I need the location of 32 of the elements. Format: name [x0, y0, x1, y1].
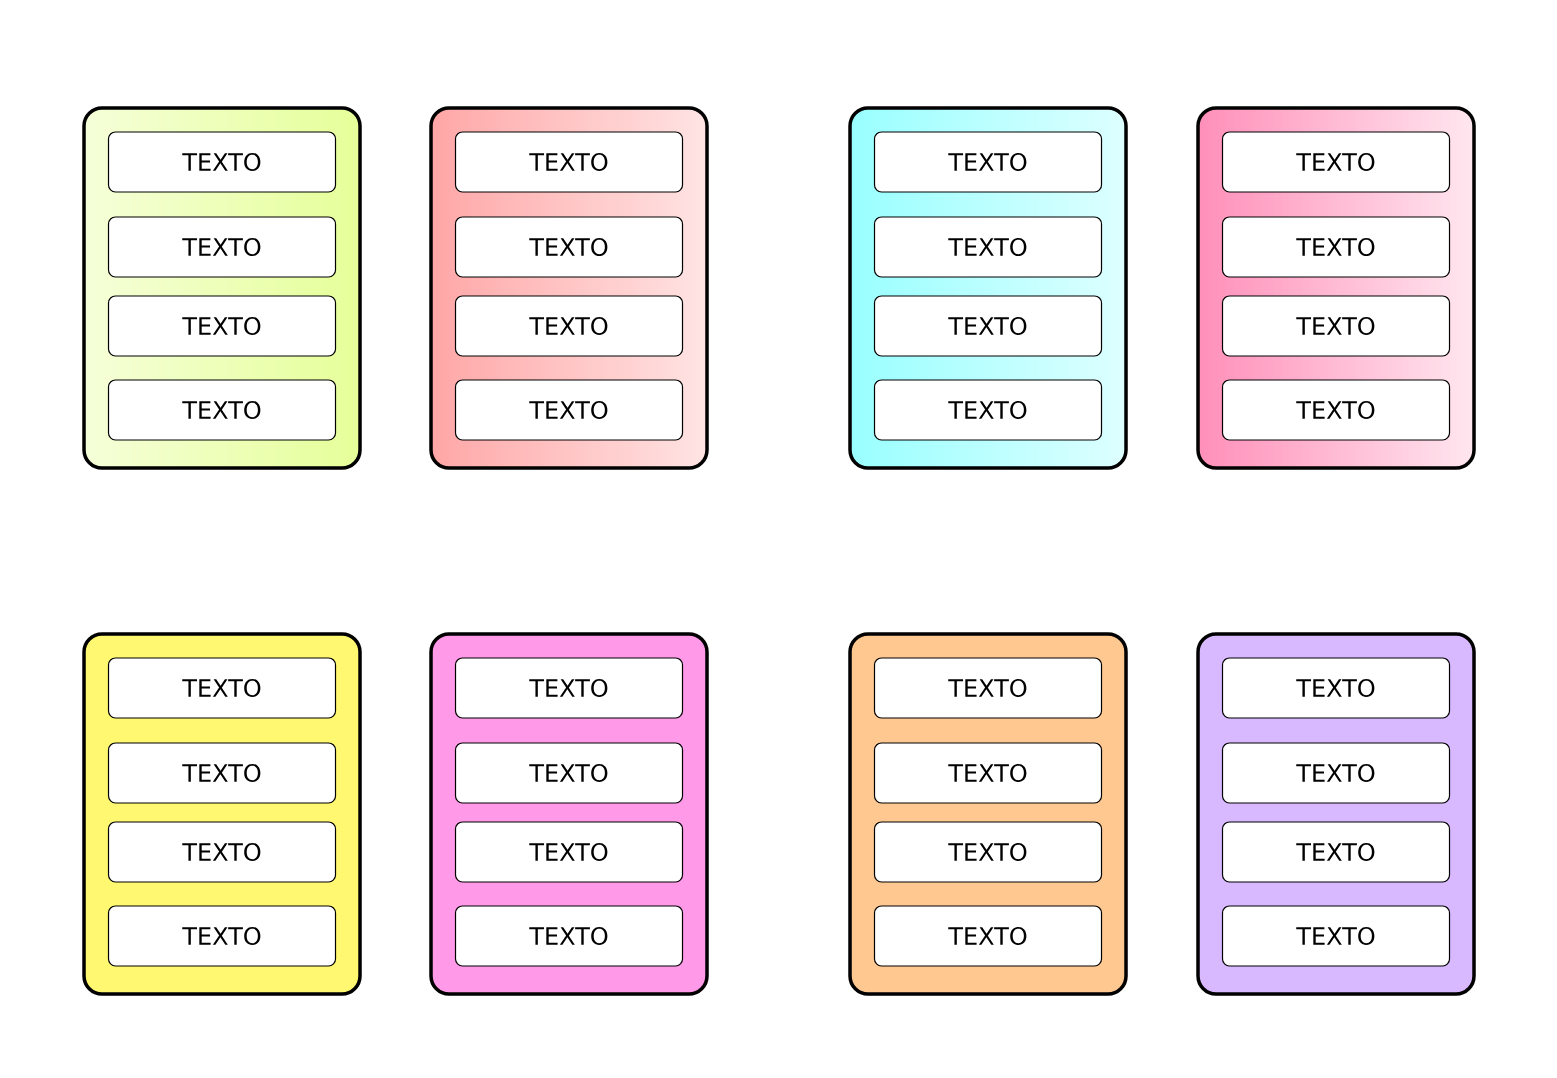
text-box: TEXTO	[1221, 905, 1451, 967]
text-box: TEXTO	[1221, 131, 1451, 193]
text-box: TEXTO	[107, 379, 337, 441]
text-box: TEXTO	[454, 216, 684, 278]
text-box: TEXTO	[107, 742, 337, 804]
text-box: TEXTO	[107, 131, 337, 193]
text-box: TEXTO	[454, 905, 684, 967]
text-box: TEXTO	[873, 131, 1103, 193]
text-box: TEXTO	[454, 657, 684, 719]
text-box: TEXTO	[1221, 295, 1451, 357]
text-box: TEXTO	[873, 742, 1103, 804]
text-box: TEXTO	[454, 821, 684, 883]
text-box: TEXTO	[1221, 742, 1451, 804]
text-box: TEXTO	[107, 905, 337, 967]
text-box: TEXTO	[454, 379, 684, 441]
text-box: TEXTO	[1221, 216, 1451, 278]
text-box: TEXTO	[873, 657, 1103, 719]
text-box: TEXTO	[1221, 379, 1451, 441]
text-box: TEXTO	[454, 131, 684, 193]
text-box: TEXTO	[107, 216, 337, 278]
text-box: TEXTO	[873, 821, 1103, 883]
text-box: TEXTO	[1221, 657, 1451, 719]
text-box: TEXTO	[873, 379, 1103, 441]
text-box: TEXTO	[454, 742, 684, 804]
text-box: TEXTO	[1221, 821, 1451, 883]
text-box: TEXTO	[107, 821, 337, 883]
text-box: TEXTO	[107, 657, 337, 719]
text-box: TEXTO	[873, 295, 1103, 357]
text-box: TEXTO	[873, 216, 1103, 278]
text-box: TEXTO	[873, 905, 1103, 967]
text-box: TEXTO	[107, 295, 337, 357]
text-box: TEXTO	[454, 295, 684, 357]
